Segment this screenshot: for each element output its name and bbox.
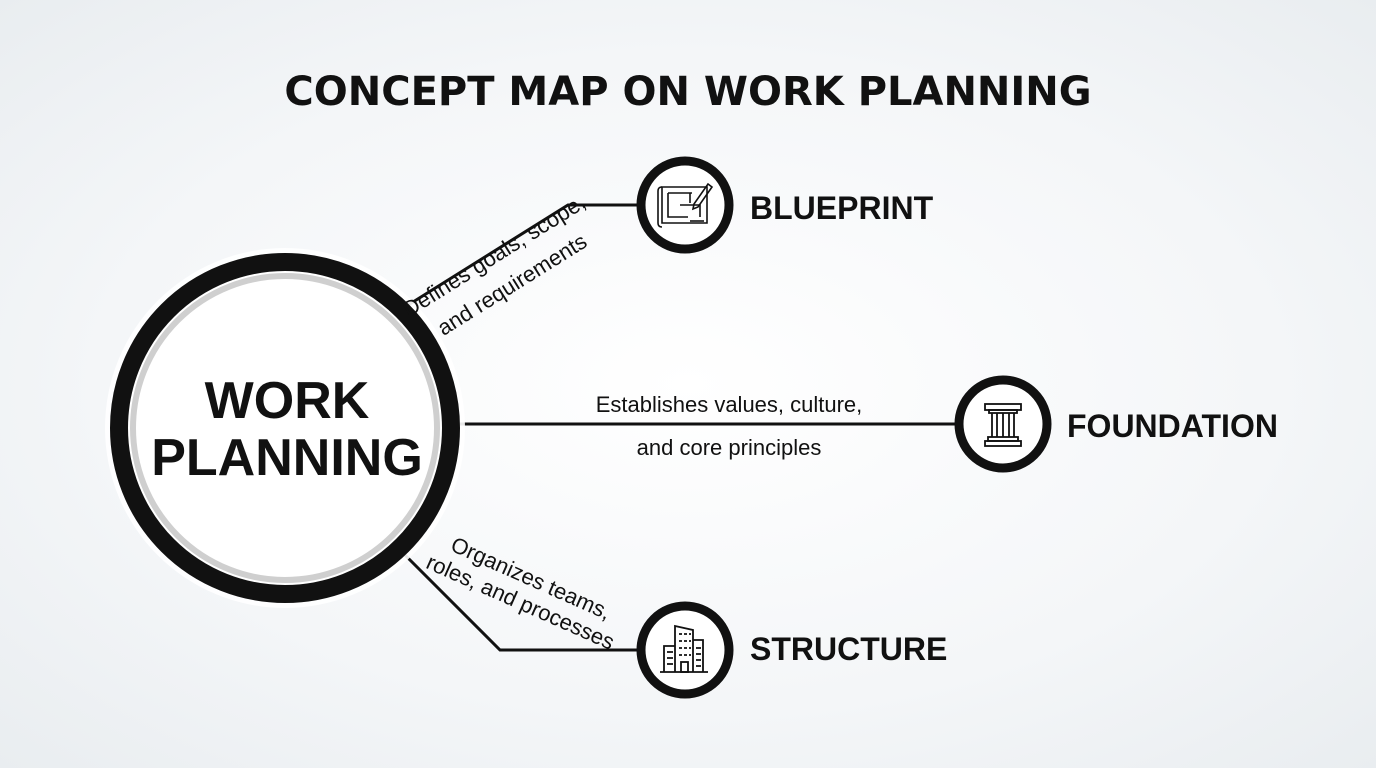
connector-structure bbox=[398, 548, 640, 652]
edge-text: and core principles bbox=[637, 435, 822, 460]
center-label-line2: PLANNING bbox=[151, 429, 423, 487]
node-structure: STRUCTURE bbox=[636, 601, 947, 699]
node-blueprint: BLUEPRINT bbox=[636, 156, 934, 254]
building-icon bbox=[660, 624, 708, 673]
node-foundation: FOUNDATION bbox=[954, 375, 1278, 473]
node-label-foundation: FOUNDATION bbox=[1067, 408, 1278, 444]
blueprint-icon bbox=[657, 182, 714, 228]
connector-blueprint bbox=[404, 203, 640, 309]
center-node: WORK PLANNING bbox=[105, 248, 465, 608]
edge-text: Establishes values, culture, bbox=[596, 392, 863, 417]
pillar-icon bbox=[984, 403, 1022, 447]
edge-label-structure: Organizes teams, roles, and processes bbox=[423, 532, 619, 655]
node-label-blueprint: BLUEPRINT bbox=[750, 190, 934, 226]
node-label-structure: STRUCTURE bbox=[750, 631, 947, 667]
center-label-line1: WORK bbox=[205, 372, 370, 430]
edge-label-foundation: Establishes values, culture, and core pr… bbox=[596, 392, 863, 460]
diagram-title: CONCEPT MAP ON WORK PLANNING bbox=[284, 69, 1091, 115]
